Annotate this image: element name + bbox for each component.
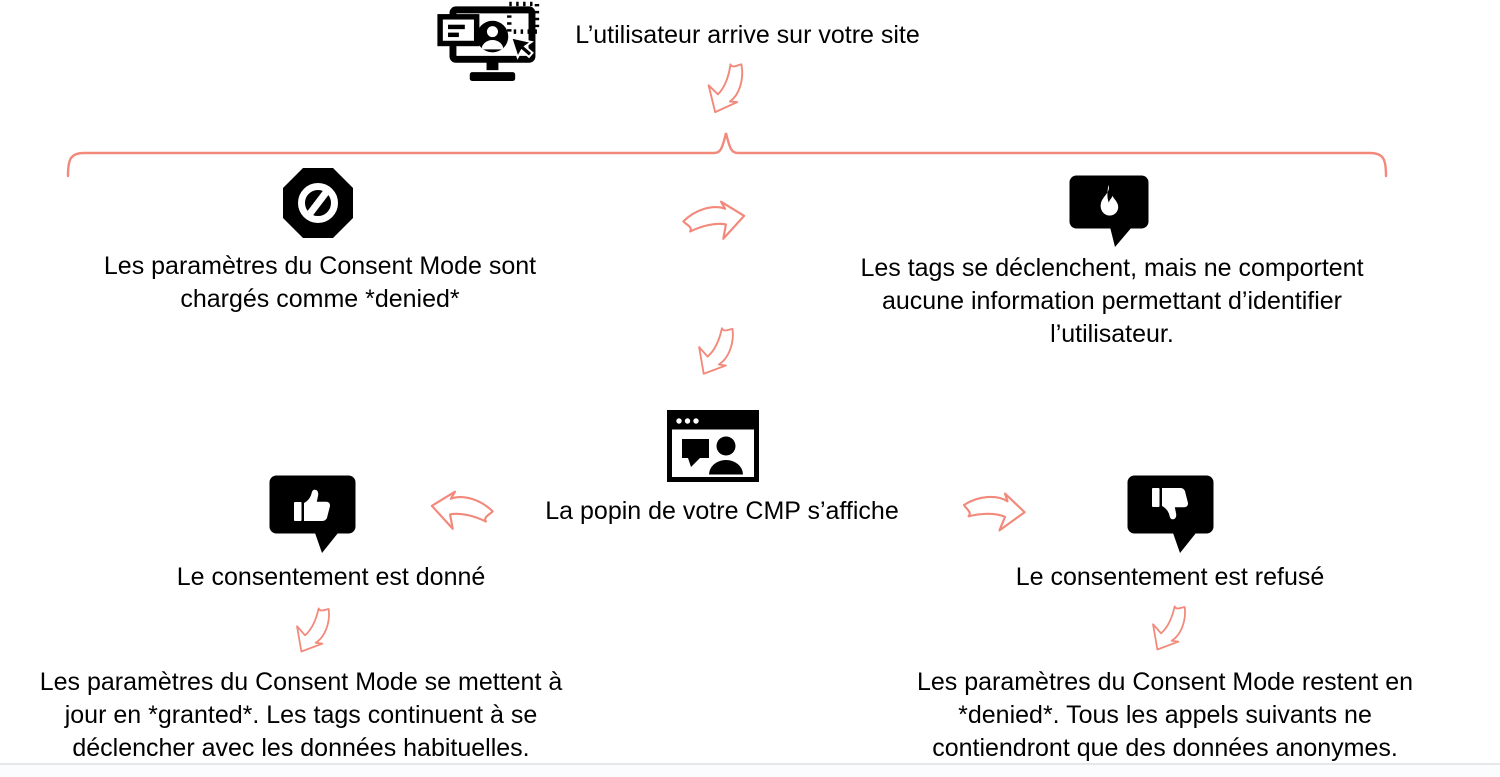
bottom-divider xyxy=(0,763,1500,765)
arrow-down-from-arrival xyxy=(693,51,758,123)
cmp-popin-label: La popin de votre CMP s’affiche xyxy=(545,497,899,525)
arrow-to-tags-fire xyxy=(679,196,749,248)
cmp-popup-window-icon xyxy=(667,410,759,482)
tags-fire-text: Les tags se déclenchent, mais ne comport… xyxy=(860,254,1364,348)
consent-given-label: Le consentement est donné xyxy=(176,563,486,591)
branch-brace xyxy=(66,126,1388,180)
result-granted-text: Les paramètres du Consent Mode se metten… xyxy=(39,668,563,762)
consent-refused-label: Le consentement est refusé xyxy=(1015,563,1325,591)
result-denied-text: Les paramètres du Consent Mode restent e… xyxy=(916,668,1414,762)
arrow-down-to-cmp xyxy=(683,315,749,386)
tag-fire-bubble-icon xyxy=(1068,174,1150,248)
denied-load-text: Les paramètres du Consent Mode sont char… xyxy=(103,252,537,313)
arrow-to-consent-given xyxy=(427,486,497,538)
bottom-strip xyxy=(0,765,1500,777)
thumbs-down-bubble-icon xyxy=(1126,474,1216,555)
arrow-to-result-denied xyxy=(1137,593,1200,661)
arrow-to-consent-refused xyxy=(959,486,1029,538)
arrow-to-result-granted xyxy=(281,595,344,663)
user-arrives-on-site-icon xyxy=(436,1,545,82)
step-user-arrival-label: L’utilisateur arrive sur votre site xyxy=(575,21,920,49)
blocked-sign-icon xyxy=(282,167,354,239)
thumbs-up-bubble-icon xyxy=(268,474,358,555)
